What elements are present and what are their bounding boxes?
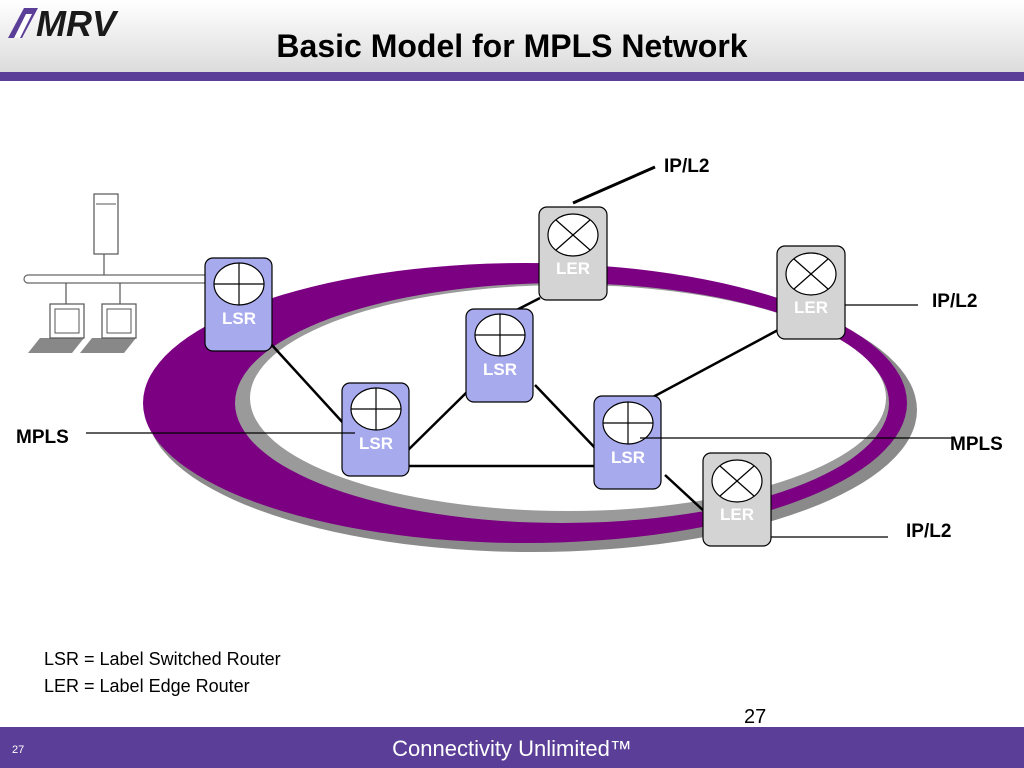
callout-lines [86,165,952,538]
lsr-node: LSR [341,382,410,477]
ler-node: LER [702,452,772,547]
header: MRV Basic Model for MPLS Network [0,0,1024,72]
ler-node: LER [776,245,846,340]
mrv-logo: MRV [8,4,119,40]
footer-slide-number: 27 [12,744,25,756]
ipl2-label-right: IP/L2 [932,291,977,312]
mpls-label-right: MPLS [950,434,1003,455]
legend-lsr: LSR = Label Switched Router [44,649,281,669]
mpls-label-left: MPLS [16,427,69,448]
lsr-node: LSR [204,257,273,352]
link-lsr3-lsr4 [534,384,598,451]
header-bar [0,72,1024,81]
node-label: LER [720,505,754,524]
link-lsr1-lsr2 [269,342,346,426]
link-lsr4-ler3 [664,474,706,513]
node-label: LER [794,298,828,317]
node-label: LSR [359,434,393,453]
ler-node: LER [538,206,608,301]
footer: 27 Connectivity Unlimited™ [0,727,1024,768]
node-label: LSR [222,309,256,328]
legend-ler: LER = Label Edge Router [44,676,250,696]
link-lsr4-ler2 [652,328,779,399]
ipl2-label-bottom: IP/L2 [906,521,951,542]
page-number: 27 [744,706,767,728]
node-label: LER [556,259,590,278]
node-label: LSR [483,360,517,379]
link-lsr2-lsr3 [399,391,468,459]
svg-text:MRV: MRV [36,4,119,40]
lsr-node: LSR [465,308,534,403]
lsr-node: LSR [593,395,662,490]
host-lan [23,193,215,353]
page-title: Basic Model for MPLS Network [276,28,748,64]
ipl2-label-top: IP/L2 [664,156,709,177]
node-label: LSR [611,448,645,467]
footer-tagline: Connectivity Unlimited™ [392,736,632,761]
